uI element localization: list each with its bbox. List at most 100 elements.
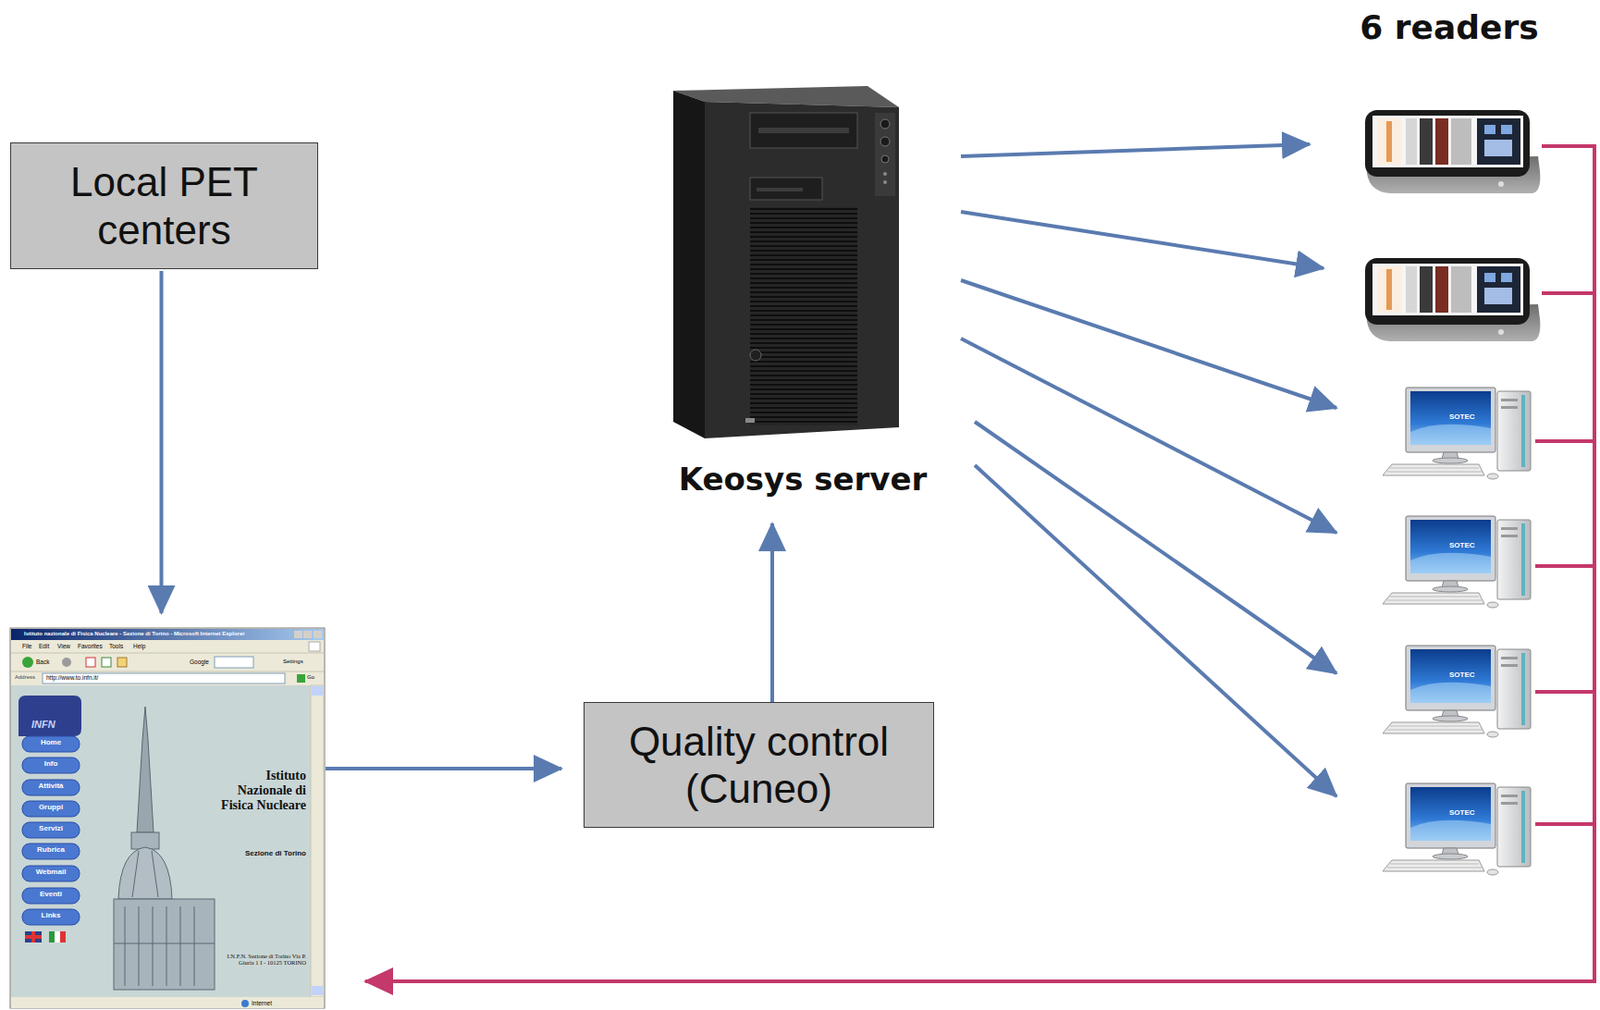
toolbar-button: Google (189, 658, 210, 665)
window-button (313, 630, 322, 639)
pc-workstation (1382, 516, 1531, 608)
menu-button-label: Links (22, 911, 80, 921)
tower-side (673, 90, 705, 439)
search-box (214, 656, 254, 668)
wire-stub (1535, 439, 1595, 444)
menu-button (22, 865, 80, 882)
menu-button-label: Gruppi (22, 803, 80, 813)
bezel (874, 112, 896, 197)
menu-item: Edit (38, 642, 50, 650)
go-icon (296, 674, 306, 683)
scroll-arrow (311, 985, 323, 996)
menu-button (22, 779, 80, 796)
site-subtitle: Sezione di Torino (221, 849, 307, 859)
base-building (113, 898, 215, 990)
connector-arrow (160, 270, 164, 614)
menu-button (22, 757, 80, 774)
menu-buttons (22, 736, 80, 925)
menu-button (22, 909, 80, 925)
back-icon (22, 656, 34, 668)
led (883, 172, 887, 176)
menu-button-label: Rubrica (22, 846, 80, 855)
reader-group: 6 readers (1336, 3, 1597, 892)
dome (118, 847, 173, 899)
button (880, 119, 890, 129)
lantern (131, 832, 160, 850)
connector-arrow (960, 211, 1324, 269)
connector-arrow (770, 523, 775, 702)
menu-button-label: Attività (22, 782, 80, 791)
uk-flag (24, 931, 42, 943)
home-icon (117, 657, 127, 667)
wire-stub (1541, 144, 1595, 148)
page-content (11, 685, 311, 997)
column (138, 906, 140, 986)
browser-window (10, 627, 325, 1009)
it-flag (54, 931, 61, 943)
menu-button (22, 843, 80, 860)
brand-label: SOTEC (1449, 671, 1476, 680)
menu-item: File (22, 642, 32, 650)
menu-button (22, 800, 80, 817)
toolbar-button: Settings (283, 658, 304, 665)
vent-grille (750, 207, 858, 426)
drive-slot (756, 187, 803, 192)
column (194, 906, 196, 986)
connector-arrow (974, 465, 1337, 797)
column (180, 906, 182, 986)
wire-stub (1535, 689, 1595, 694)
toolbar-divider (11, 652, 324, 654)
wire-stub (1541, 291, 1595, 296)
drive-slot (758, 127, 850, 134)
menu-item: Tools (109, 642, 124, 650)
menu-item: Favorites (77, 642, 103, 650)
floppy-drive (750, 177, 823, 200)
brand-label: SOTEC (1449, 809, 1476, 818)
menu-item: Help (133, 642, 146, 650)
window-title: Istituto nazionale di Fisica Nucleare - … (24, 630, 246, 638)
process-box: Local PET centers (10, 142, 319, 270)
box-label: Local PET centers (22, 158, 307, 254)
dome-rib (132, 850, 139, 898)
group-heading: 6 readers (1336, 7, 1563, 48)
connector-arrow (365, 891, 1595, 982)
url-text: http://www.to.infn.it/ (46, 674, 99, 681)
led (883, 180, 887, 185)
cornice (113, 943, 215, 945)
pc-workstation (1382, 645, 1531, 738)
address-caption: Address (14, 674, 36, 681)
logo-shape (18, 695, 82, 737)
logo-text: INFN (31, 718, 56, 730)
uk-flag-cross (31, 931, 36, 943)
menu-button-label: Servizi (22, 824, 80, 834)
window-button (294, 630, 303, 639)
connector-arrow (960, 144, 1310, 157)
menu-button-label: Eventi (22, 890, 80, 899)
window-frame (10, 627, 325, 1009)
scrollbar (310, 685, 324, 997)
menu-button (22, 822, 80, 838)
go-button: Go (307, 674, 315, 681)
server-node: Keosys server (647, 83, 959, 518)
window-button (303, 630, 312, 639)
forward-icon (61, 657, 72, 667)
brand-label: SOTEC (1449, 541, 1476, 551)
postal-address: I.N.F.N. Sezione di Torino Via P. Giuria… (221, 952, 307, 966)
menu-button-label: Webmail (22, 868, 80, 877)
stop-icon (86, 657, 96, 667)
server-caption: Keosys server (647, 460, 959, 499)
site-title: Istituto Nazionale di Fisica Nucleare (221, 768, 307, 813)
button (880, 136, 890, 147)
connector-arrow (960, 280, 1337, 408)
viewer-device (1365, 110, 1540, 194)
status-text: Internet (251, 999, 272, 1007)
it-flag (60, 931, 66, 943)
column (166, 906, 168, 986)
column (124, 906, 126, 986)
pc-workstation (1382, 783, 1531, 875)
scroll-arrow (311, 686, 323, 696)
mole-antonelliana (113, 706, 215, 990)
network-wire (1535, 144, 1595, 894)
optical-drive (750, 112, 858, 148)
power-button (750, 349, 762, 361)
